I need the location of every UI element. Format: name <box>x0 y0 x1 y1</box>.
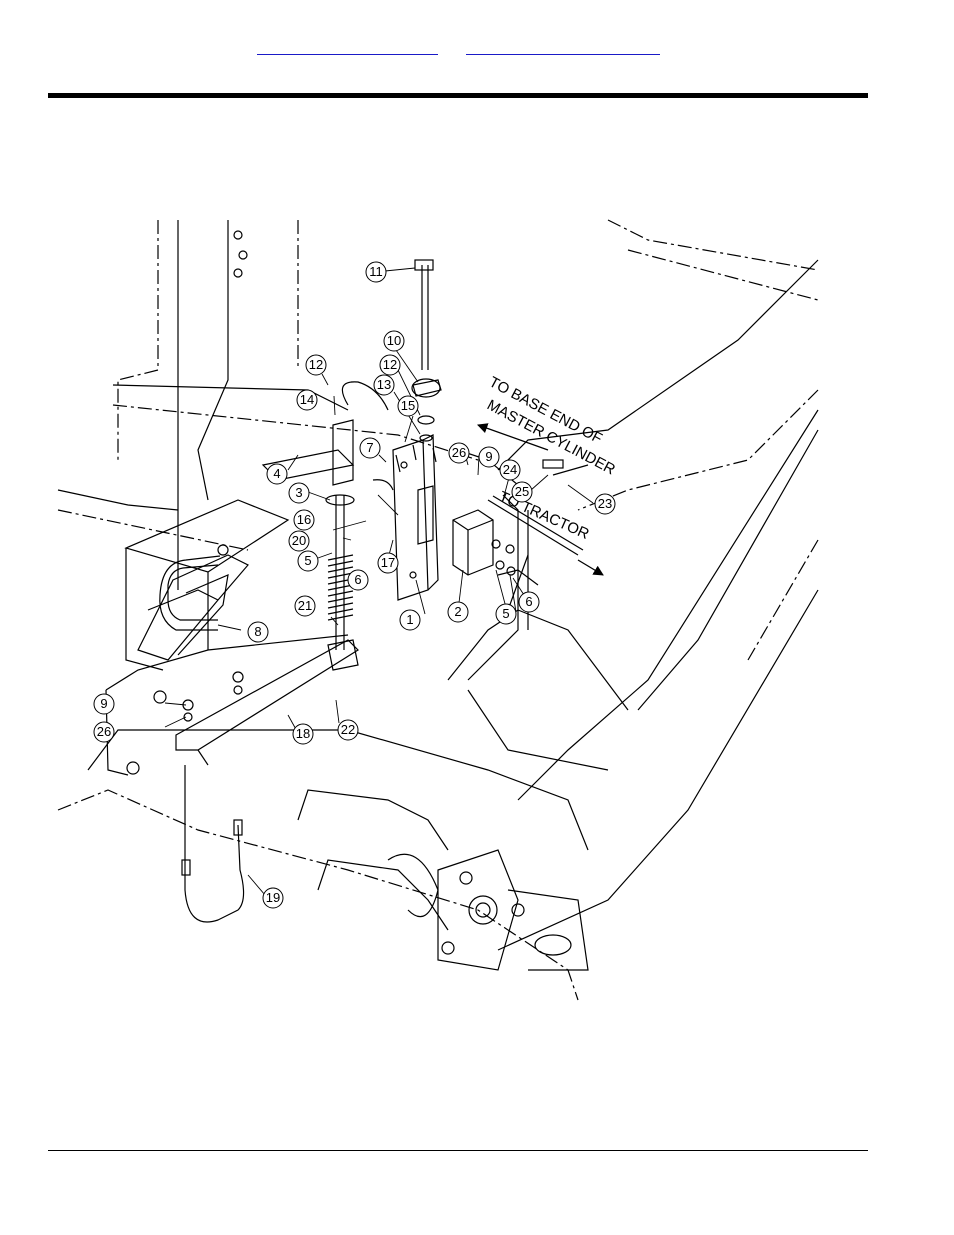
svg-text:26: 26 <box>452 445 466 460</box>
svg-text:12: 12 <box>309 357 323 372</box>
svg-text:23: 23 <box>598 496 612 511</box>
switch-box <box>452 509 516 576</box>
hydraulic-lines <box>341 381 589 681</box>
svg-text:9: 9 <box>485 449 492 464</box>
u-bracket <box>159 555 221 631</box>
svg-text:10: 10 <box>387 333 401 348</box>
svg-text:6: 6 <box>525 594 532 609</box>
svg-text:16: 16 <box>297 512 311 527</box>
callout-13: 13 <box>373 374 395 396</box>
callout-21: 21 <box>294 595 316 617</box>
frame-outline <box>57 219 819 1001</box>
svg-text:5: 5 <box>304 553 311 568</box>
callout-25: 25 <box>511 481 533 503</box>
svg-text:25: 25 <box>515 484 529 499</box>
svg-text:7: 7 <box>366 440 373 455</box>
callout-10: 10 <box>383 330 405 352</box>
callout-6-right: 6 <box>518 591 540 613</box>
svg-text:3: 3 <box>295 485 302 500</box>
u-bolt <box>181 765 245 923</box>
callout-6-left: 6 <box>347 569 369 591</box>
callout-9-lower: 9 <box>93 693 115 715</box>
svg-text:18: 18 <box>296 726 310 741</box>
header-link-right[interactable] <box>466 36 660 55</box>
callout-5-left: 5 <box>297 550 319 572</box>
header-rule <box>48 93 868 98</box>
svg-text:1: 1 <box>406 612 413 627</box>
leader-lines <box>164 267 594 896</box>
svg-text:11: 11 <box>369 264 383 279</box>
lever-arm <box>153 639 359 766</box>
arrow-master-cylinder <box>477 423 549 451</box>
callout-16: 16 <box>293 509 315 531</box>
svg-text:21: 21 <box>298 598 312 613</box>
svg-text:12: 12 <box>383 357 397 372</box>
callout-1: 1 <box>399 609 421 631</box>
svg-text:4: 4 <box>273 466 280 481</box>
svg-text:19: 19 <box>266 890 280 905</box>
callout-23: 23 <box>594 493 616 515</box>
svg-text:20: 20 <box>292 533 306 548</box>
svg-text:14: 14 <box>300 392 314 407</box>
callout-17: 17 <box>377 552 399 574</box>
callout-15: 15 <box>397 395 419 417</box>
svg-text:6: 6 <box>354 572 361 587</box>
callout-24: 24 <box>499 459 521 481</box>
arrow-tractor <box>577 559 604 576</box>
callout-7: 7 <box>359 437 381 459</box>
svg-text:2: 2 <box>454 604 461 619</box>
callout-18: 18 <box>292 723 314 745</box>
svg-text:26: 26 <box>97 724 111 739</box>
footer-rule <box>48 1150 868 1151</box>
callout-22: 22 <box>337 719 359 741</box>
parts-diagram: TO BASE END OF MASTER CYLINDER TO TRACTO… <box>57 219 819 1001</box>
header-link-left[interactable] <box>257 36 438 55</box>
callout-12-lower: 12 <box>305 354 327 376</box>
callout-26-upper: 26 <box>448 442 470 464</box>
adjust-rod-spring <box>325 494 355 650</box>
callout-12-upper: 12 <box>379 354 401 376</box>
callout-5-right: 5 <box>495 603 517 625</box>
callout-4: 4 <box>266 463 288 485</box>
callout-20: 20 <box>288 530 310 552</box>
mount-bracket <box>105 499 349 776</box>
callout-2: 2 <box>447 601 469 623</box>
callout-3: 3 <box>288 482 310 504</box>
callouts: 11 10 12 13 12 14 15 7 4 3 16 20 5 17 6 … <box>93 261 616 909</box>
callout-9-upper: 9 <box>478 446 500 468</box>
callout-11: 11 <box>365 261 387 283</box>
svg-text:9: 9 <box>100 696 107 711</box>
upper-brackets <box>261 419 439 601</box>
svg-text:5: 5 <box>502 606 509 621</box>
svg-text:15: 15 <box>401 398 415 413</box>
callout-14: 14 <box>296 389 318 411</box>
callout-8: 8 <box>247 621 269 643</box>
svg-text:24: 24 <box>503 462 517 477</box>
svg-text:13: 13 <box>377 377 391 392</box>
svg-text:22: 22 <box>341 722 355 737</box>
svg-text:17: 17 <box>381 555 395 570</box>
callout-26-lower: 26 <box>93 721 115 743</box>
threaded-rod-knob <box>395 259 442 473</box>
callout-19: 19 <box>262 887 284 909</box>
svg-text:8: 8 <box>254 624 261 639</box>
